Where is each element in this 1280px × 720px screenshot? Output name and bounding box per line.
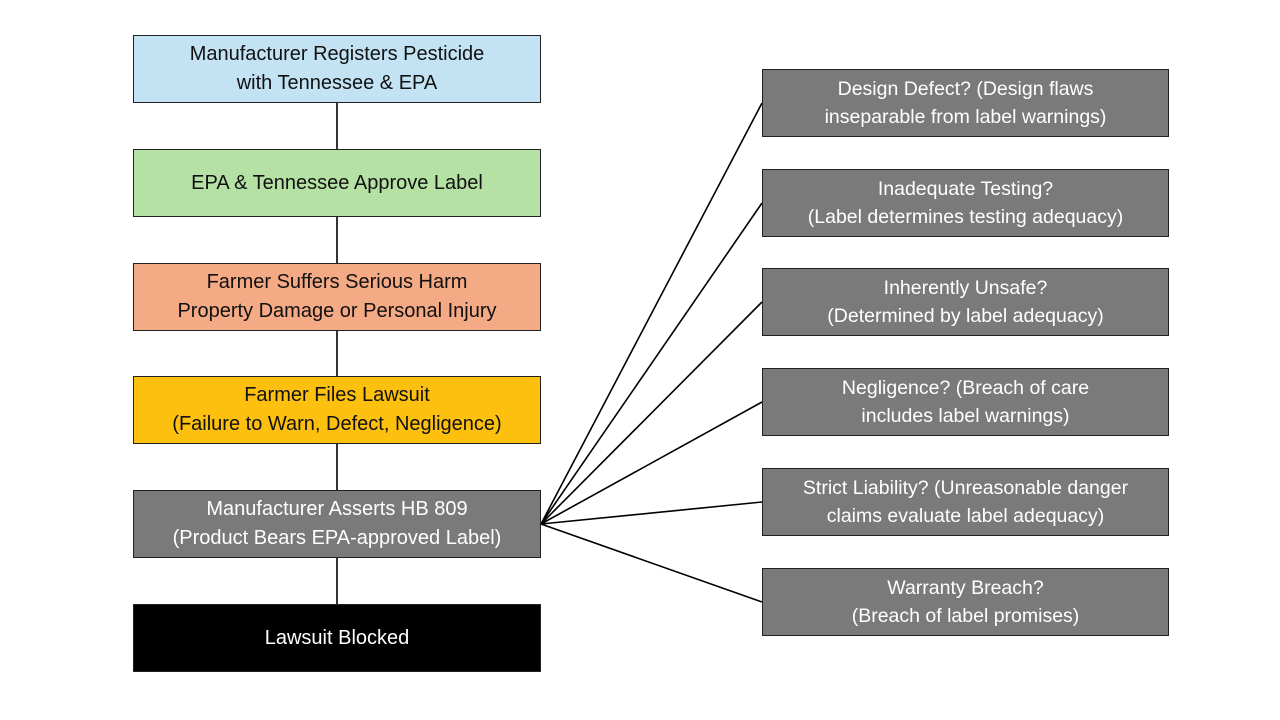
flow-box-lawsuit-text: Farmer Files Lawsuit (Failure to Warn, D… xyxy=(172,384,502,435)
flow-box-approve-text: EPA & Tennessee Approve Label xyxy=(191,171,483,194)
branch-box-negligence: Negligence? (Breach of care includes lab… xyxy=(762,368,1169,436)
branch-warranty-breach-text: Warranty Breach? (Breach of label promis… xyxy=(851,577,1080,627)
branch-box-design-defect: Design Defect? (Design flaws inseparable… xyxy=(762,69,1169,137)
flow-box-approve: EPA & Tennessee Approve Label xyxy=(133,149,541,217)
branch-connector xyxy=(540,401,763,525)
branch-box-inherently-unsafe: Inherently Unsafe? (Determined by label … xyxy=(762,268,1169,336)
branch-box-warranty-breach: Warranty Breach? (Breach of label promis… xyxy=(762,568,1169,636)
branch-connector xyxy=(540,202,763,525)
branch-connector xyxy=(540,501,763,525)
flow-box-register: Manufacturer Registers Pesticide with Te… xyxy=(133,35,541,103)
branch-box-inadequate-testing: Inadequate Testing? (Label determines te… xyxy=(762,169,1169,237)
branch-negligence-text: Negligence? (Breach of care includes lab… xyxy=(841,377,1090,427)
flow-box-harm: Farmer Suffers Serious Harm Property Dam… xyxy=(133,263,541,331)
branch-strict-liability-text: Strict Liability? (Unreasonable danger c… xyxy=(802,477,1129,527)
flow-box-assert: Manufacturer Asserts HB 809 (Product Bea… xyxy=(133,490,541,558)
branch-inadequate-testing-text: Inadequate Testing? (Label determines te… xyxy=(807,178,1124,228)
flow-box-blocked: Lawsuit Blocked xyxy=(133,604,541,672)
branch-connector xyxy=(540,523,763,603)
flow-box-assert-text: Manufacturer Asserts HB 809 (Product Bea… xyxy=(172,498,502,549)
branch-design-defect-text: Design Defect? (Design flaws inseparable… xyxy=(824,78,1107,128)
flow-box-register-text: Manufacturer Registers Pesticide with Te… xyxy=(189,43,485,94)
flow-box-harm-text: Farmer Suffers Serious Harm Property Dam… xyxy=(177,271,497,322)
branch-box-strict-liability: Strict Liability? (Unreasonable danger c… xyxy=(762,468,1169,536)
branch-inherently-unsafe-text: Inherently Unsafe? (Determined by label … xyxy=(827,277,1104,327)
flow-box-blocked-text: Lawsuit Blocked xyxy=(264,626,410,649)
branch-connector xyxy=(540,102,763,525)
branch-connector xyxy=(540,301,763,525)
flow-box-lawsuit: Farmer Files Lawsuit (Failure to Warn, D… xyxy=(133,376,541,444)
